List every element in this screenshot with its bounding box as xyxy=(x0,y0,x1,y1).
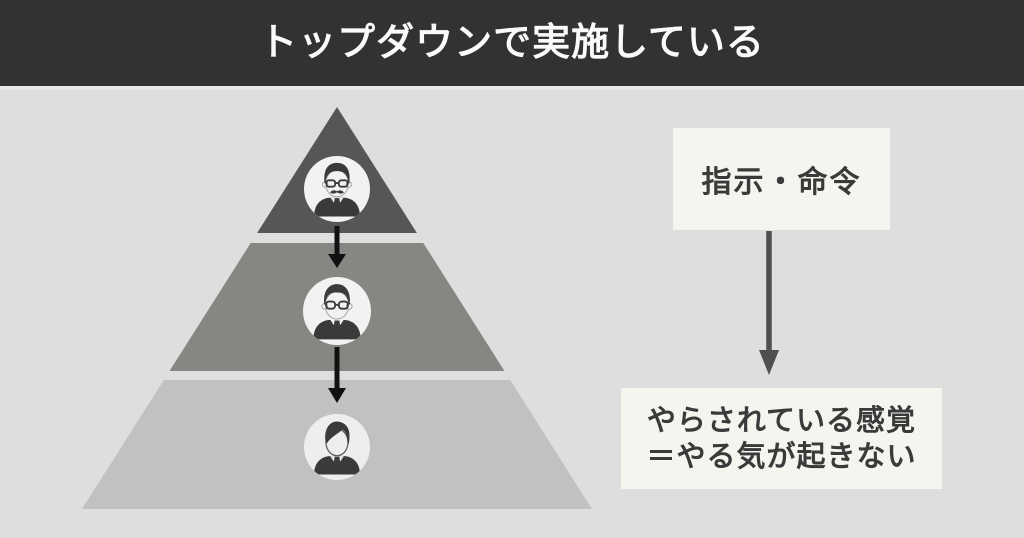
header-bar: トップダウンで実施している xyxy=(0,0,1024,86)
executive-avatar xyxy=(304,156,370,222)
manager-avatar xyxy=(303,277,371,345)
manager-person-icon xyxy=(313,284,361,340)
staff-avatar xyxy=(304,414,370,480)
result-line-1: やらされている感覚 xyxy=(646,404,917,437)
down-arrow-icon xyxy=(759,231,779,375)
result-line-2: ＝やる気が起きない xyxy=(646,440,917,473)
instruction-box: 指示・命令 xyxy=(673,128,890,230)
cause-effect-arrow xyxy=(758,231,780,376)
boss-person-icon xyxy=(314,162,360,217)
down-arrow-icon xyxy=(328,347,346,403)
flow-arrow-middle-to-bottom xyxy=(328,347,346,403)
page-title: トップダウンで実施している xyxy=(259,22,765,64)
down-arrow-icon xyxy=(328,226,346,268)
header-divider xyxy=(0,86,1024,90)
result-box: やらされている感覚 ＝やる気が起きない xyxy=(621,388,942,489)
staff-person-icon xyxy=(314,421,360,475)
instruction-label: 指示・命令 xyxy=(701,166,862,199)
flow-arrow-top-to-middle xyxy=(328,226,346,268)
